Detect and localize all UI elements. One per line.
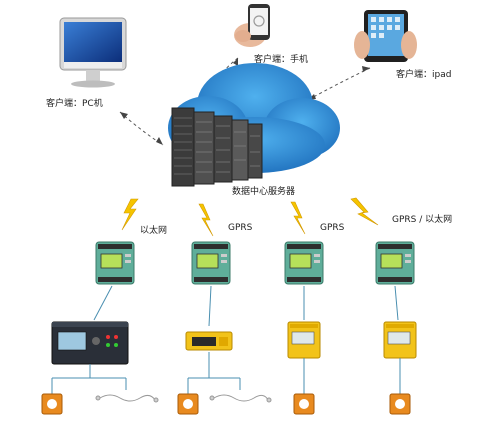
lightning-icon (198, 203, 214, 237)
meter-icon (95, 241, 135, 285)
lightning-icon (290, 201, 306, 235)
link-label-ethernet: 以太网 (140, 226, 168, 236)
ipad-client-label: 客户端：ipad (396, 70, 452, 80)
pc-link (119, 111, 164, 146)
ipad-icon (354, 10, 417, 62)
lightning-icon (350, 197, 379, 226)
sensor-cables (95, 394, 272, 403)
yellow-module-icon (383, 321, 417, 359)
lightning-icons (121, 197, 379, 237)
meter-icon (375, 241, 415, 285)
server-rack-icon (171, 107, 263, 187)
protection-relay-icon (51, 321, 129, 365)
server-label: 数据中心服务器 (232, 187, 296, 197)
yellow-module-icon (287, 321, 321, 359)
ct-ring-icon (41, 393, 63, 415)
lightning-icon (121, 198, 139, 231)
ct-ring-icon (293, 393, 315, 415)
ipad-link (307, 67, 371, 101)
link-label-gprs-1: GPRS (228, 223, 253, 233)
phone-client-label: 客户端：手机 (254, 55, 309, 65)
ct-ring-icon (389, 393, 411, 415)
meter-icon (191, 241, 231, 285)
yellow-module-icon (185, 331, 233, 351)
sensor-cable-icon (209, 394, 272, 403)
pc-client-label: 客户端：PC机 (46, 99, 103, 109)
sensor-cable-icon (95, 394, 159, 403)
meter-icons (95, 241, 415, 285)
meter-icon (284, 241, 324, 285)
ct-ring-icon (177, 393, 199, 415)
pc-icon (59, 17, 127, 88)
ct-rings (41, 393, 411, 415)
link-label-gprs-ethernet: GPRS / 以太网 (392, 215, 453, 225)
link-label-gprs-2: GPRS (320, 223, 345, 233)
meter-device-links (93, 285, 399, 327)
sensor-links (51, 352, 401, 394)
phone-icon (234, 4, 270, 47)
